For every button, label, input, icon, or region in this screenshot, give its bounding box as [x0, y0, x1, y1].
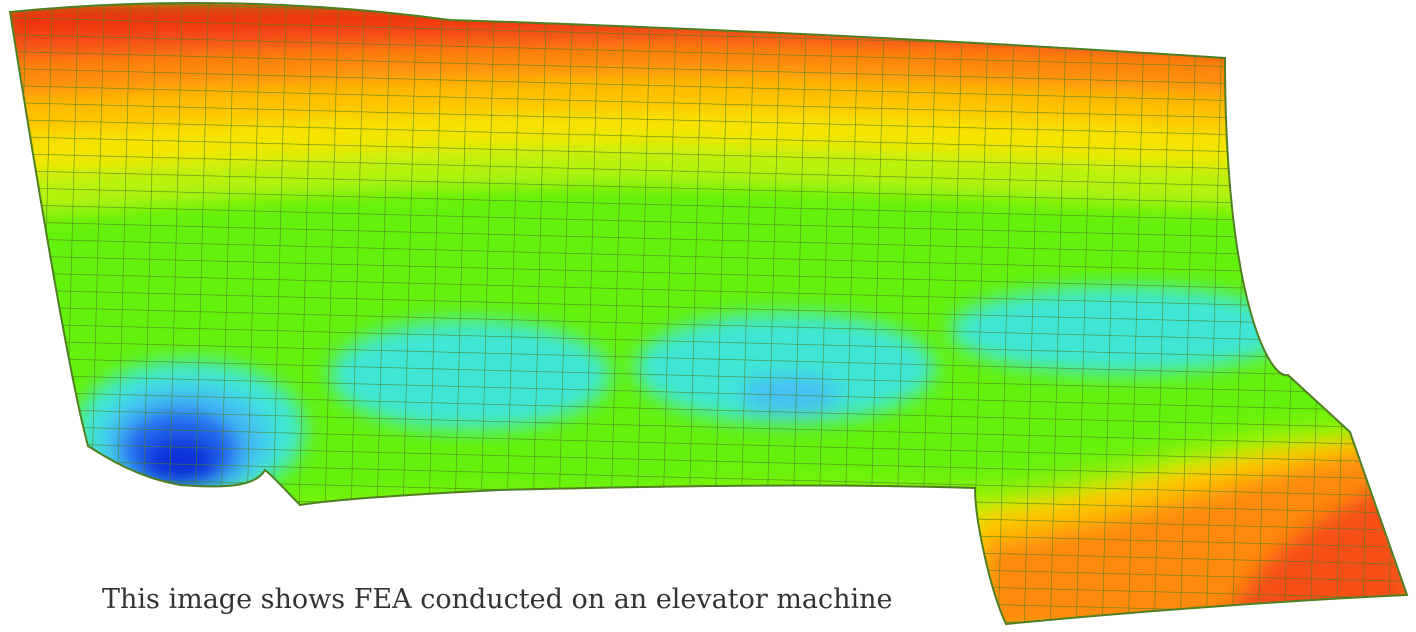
figure-caption: This image shows FEA conducted on an ele… [102, 584, 893, 615]
mesh-outline [8, 1, 1409, 626]
